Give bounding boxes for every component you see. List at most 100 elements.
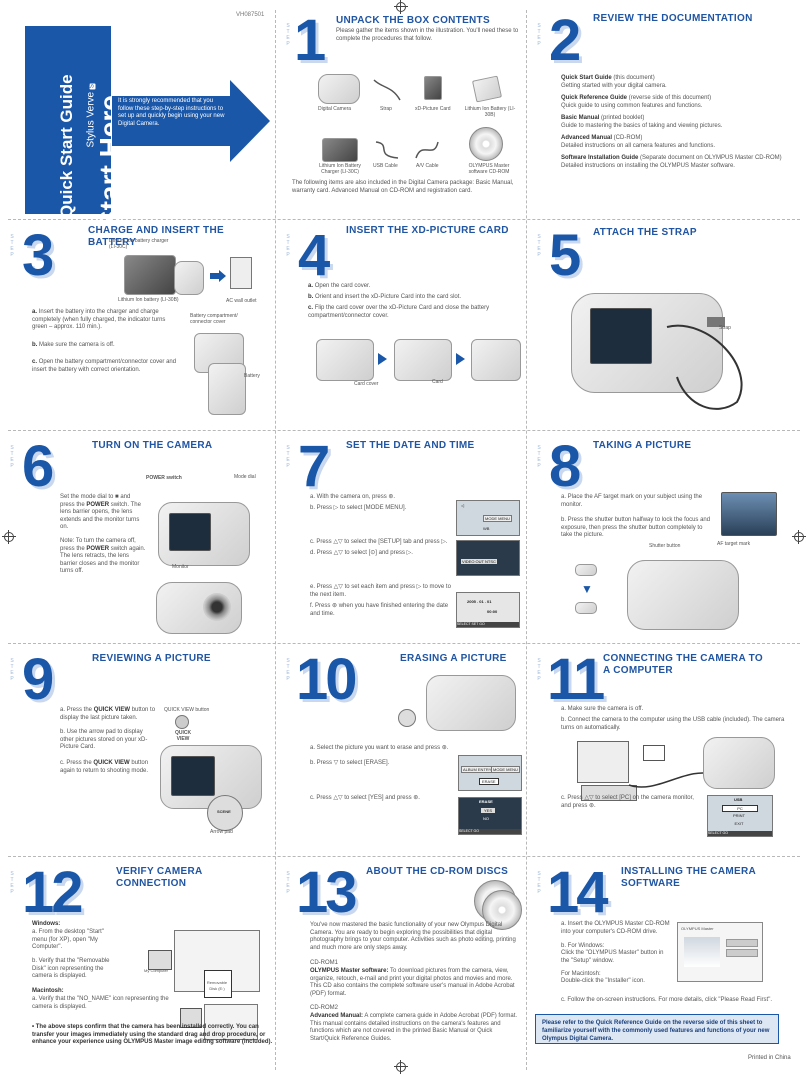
step-b-mac: For Macintosh: xyxy=(561,971,601,977)
camera-review-image xyxy=(160,745,262,809)
item-label: Strap xyxy=(380,106,392,112)
card-label: Card xyxy=(432,379,443,385)
camera-mode-icon: ■ xyxy=(115,494,119,500)
step-number: 8 xyxy=(549,434,581,499)
outlet-label: AC wall outlet xyxy=(226,298,257,304)
erase-item[interactable]: ERASE xyxy=(479,778,499,785)
step-b: b. Press the shutter button halfway to l… xyxy=(561,517,711,538)
removable-disk-icon[interactable] xyxy=(204,970,232,998)
step-title: ERASING A PICTURE xyxy=(400,653,507,664)
step-number: 10 xyxy=(296,647,357,712)
step-c: c. Press △▽ to select [YES] and press ⊛. xyxy=(310,795,420,801)
xd-card-image xyxy=(424,76,442,100)
step-b: b. Connect the camera to the computer us… xyxy=(561,717,785,731)
mac-heading: Macintosh: xyxy=(32,988,64,994)
item-label: Digital Camera xyxy=(318,106,352,112)
step-title: VERIFY CAMERA CONNECTION xyxy=(116,866,203,889)
fold-line xyxy=(8,430,800,431)
step-text: Please gather the items shown in the ill… xyxy=(336,28,519,42)
quick-view-label: QUICK VIEW button xyxy=(164,707,210,713)
item-label: xD-Picture Card xyxy=(415,106,451,112)
step-title: ABOUT THE CD-ROM DISCS xyxy=(366,866,509,877)
step-b: b. Use the arrow pad to display other pi… xyxy=(60,729,148,750)
down-arrow-icon: ▼ xyxy=(581,582,593,596)
registration-mark xyxy=(394,1060,408,1074)
fold-line xyxy=(8,643,800,644)
step-a: a. Place the AF target mark on your subj… xyxy=(561,494,703,508)
yes-option[interactable]: YES xyxy=(481,808,496,813)
step-c: c. Follow the on-screen instructions. Fo… xyxy=(561,997,773,1003)
fold-line xyxy=(275,10,276,1070)
mode-menu-item[interactable]: MODE MENU xyxy=(483,515,512,522)
mac-step-a: a. Verify that the "NO_NAME" icon repres… xyxy=(32,996,169,1010)
item-label: USB Cable xyxy=(373,163,398,169)
start-arrow: It is strongly recommended that you foll… xyxy=(112,80,272,162)
step-note: Note: To turn the camera off, press the … xyxy=(60,538,146,574)
camera-monitor xyxy=(171,756,215,796)
wall-outlet-image xyxy=(230,257,252,289)
shutter-label: Shutter button xyxy=(649,543,681,549)
arrow-pad[interactable] xyxy=(398,709,416,727)
doc-item: Quick Start Guide (this document)Getting… xyxy=(561,75,667,89)
setup-button[interactable] xyxy=(726,949,758,957)
step-number: 14 xyxy=(547,860,608,925)
item-label: OLYMPUS Master software CD-ROM xyxy=(468,163,510,175)
step-title: UNPACK THE BOX CONTENTS xyxy=(336,15,490,26)
my-computer-icon[interactable] xyxy=(148,950,172,970)
insert-battery-image xyxy=(208,363,246,415)
quick-view-button[interactable] xyxy=(175,715,189,729)
fold-line xyxy=(8,856,800,857)
step-b: b. Press ▽ to select [ERASE]. xyxy=(310,760,390,766)
erase-menu-screen: ALBUM ENTRY MODE MENU ERASE xyxy=(458,755,522,791)
step-a: a. Press the QUICK VIEW button to displa… xyxy=(60,707,156,721)
card-step-b-image xyxy=(394,339,452,381)
computer-image xyxy=(577,741,629,783)
step-f: f. Press ⊛ when you have finished enteri… xyxy=(310,603,449,617)
battery-insert-label: Battery xyxy=(244,373,260,379)
pc-option[interactable]: PC xyxy=(722,805,758,812)
step-title: REVIEW THE DOCUMENTATION xyxy=(593,13,753,24)
setup-button[interactable] xyxy=(726,939,758,947)
quick-view-badge: QUICK VIEW xyxy=(174,730,192,742)
item-label: A/V Cable xyxy=(416,163,439,169)
print-option[interactable]: PRINT xyxy=(733,813,745,818)
no-option[interactable]: NO xyxy=(483,816,489,821)
date-time-screen: 2005 . 01 . 01 00:00 SELECT SET GO xyxy=(456,592,520,628)
usb-cable-image xyxy=(375,141,399,159)
doc-item: Advanced Manual (CD-ROM)Detailed instruc… xyxy=(561,135,716,149)
step-title: CHARGE AND INSERT THE BATTERY xyxy=(88,225,224,248)
confirmation-note: • The above steps confirm that the camer… xyxy=(32,1024,273,1045)
step-number: 9 xyxy=(22,647,54,712)
digital-camera-image xyxy=(318,74,360,104)
windows-step-a: a. From the desktop "Start" menu (for XP… xyxy=(32,929,104,950)
arrow-pad[interactable]: SCENE xyxy=(207,795,243,831)
step-a: a. Insert the battery into the charger a… xyxy=(32,309,166,330)
no-name-icon[interactable] xyxy=(180,1008,202,1028)
arrow-pad-label: Arrow pad xyxy=(210,829,233,835)
my-computer-label: My Computer xyxy=(144,968,169,973)
battery-image xyxy=(471,75,503,103)
af-target-photo xyxy=(721,492,777,536)
step-b: b. Orient and insert the xD-Picture Card… xyxy=(308,294,462,300)
card-cover-label: Card cover xyxy=(354,381,379,387)
step-title: REVIEWING A PICTURE xyxy=(92,653,211,664)
af-target-label: AF target mark xyxy=(717,541,751,547)
computer-base-image xyxy=(581,785,637,801)
mode-dial-label: Mode dial xyxy=(234,474,256,480)
erase-confirm-screen: ERASE YES NO SELECT GO xyxy=(458,797,522,835)
exit-option[interactable]: EXIT xyxy=(734,821,744,826)
strap-label: Strap xyxy=(719,325,731,331)
